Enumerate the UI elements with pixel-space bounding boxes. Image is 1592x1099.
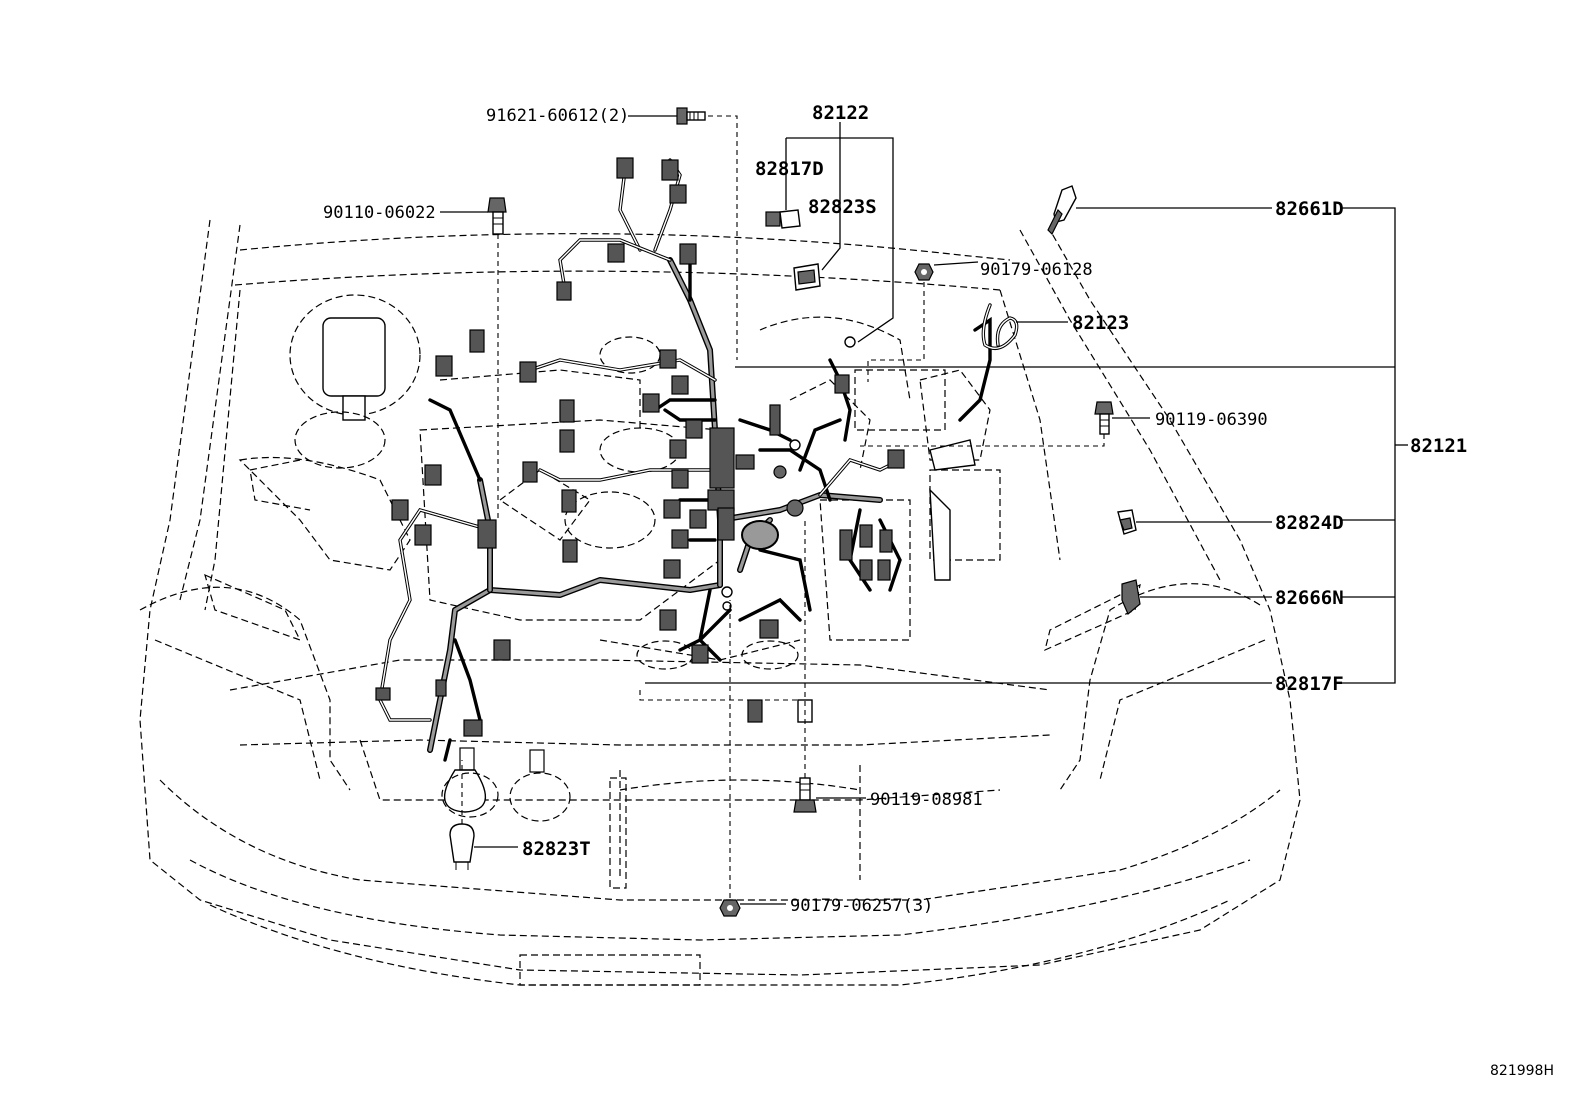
wire-82123-icon bbox=[981, 303, 1019, 350]
label-82123: 82123 bbox=[1072, 312, 1129, 334]
label-90179-06257: 90179-06257(3) bbox=[790, 896, 933, 916]
nut-90179-06128-icon bbox=[914, 263, 934, 281]
label-90119-06390: 90119-06390 bbox=[1155, 410, 1268, 430]
label-90119-08981: 90119-08981 bbox=[870, 790, 983, 810]
bolt-90110-icon bbox=[487, 197, 507, 235]
diagram-id: 821998H bbox=[1490, 1063, 1554, 1079]
bolt-90119-06390-icon bbox=[1094, 401, 1114, 435]
bolt-90119-08981-icon bbox=[793, 777, 817, 813]
label-82817D: 82817D bbox=[755, 158, 824, 180]
vehicle-body-outline bbox=[139, 219, 1301, 986]
engine-wire-harness bbox=[375, 157, 992, 762]
bolt-91621-icon bbox=[676, 107, 706, 125]
leader-lines bbox=[440, 115, 1408, 905]
label-82121: 82121 bbox=[1410, 435, 1467, 457]
clamp-82817D-icon bbox=[765, 209, 801, 229]
label-82824D: 82824D bbox=[1275, 512, 1344, 534]
label-82661D: 82661D bbox=[1275, 198, 1344, 220]
clip-82824D-icon bbox=[1117, 509, 1137, 535]
holder-82823T-icon bbox=[449, 823, 475, 870]
label-82817F: 82817F bbox=[1275, 673, 1344, 695]
holder-82823S-icon bbox=[793, 263, 821, 291]
part-labels: 82122 82817D 82823S 91621-60612(2) 90110… bbox=[323, 102, 1554, 1079]
label-82666N: 82666N bbox=[1275, 587, 1344, 609]
engine-components bbox=[238, 294, 1001, 822]
label-82823T: 82823T bbox=[522, 838, 591, 860]
label-90179-06128: 90179-06128 bbox=[980, 260, 1093, 280]
label-91621-60612: 91621-60612(2) bbox=[486, 106, 629, 126]
nut-90179-06257-icon bbox=[719, 899, 741, 917]
label-82823S: 82823S bbox=[808, 196, 877, 218]
connector-82661D-icon bbox=[1047, 185, 1077, 236]
clip-82666N-icon bbox=[1121, 579, 1141, 615]
label-90110-06022: 90110-06022 bbox=[323, 203, 436, 223]
label-82122: 82122 bbox=[812, 102, 869, 124]
